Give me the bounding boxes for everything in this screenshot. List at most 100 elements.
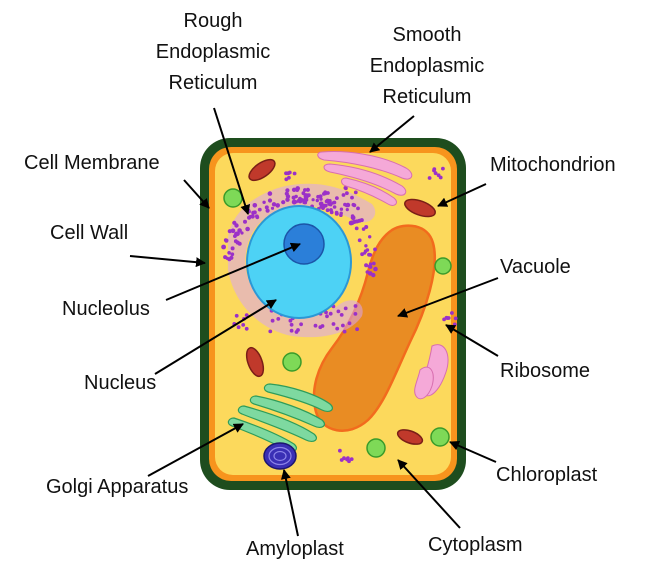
ribosome-dot	[284, 171, 288, 176]
ribosome-dot	[335, 326, 340, 331]
ribosome-dot	[353, 304, 358, 308]
mitochondrion	[245, 158, 436, 445]
ribosome-dot	[361, 227, 366, 231]
ribosome-dot	[305, 187, 310, 192]
ribosome-dot	[223, 238, 228, 242]
ribosome-dot	[318, 325, 323, 330]
ribosome-dot	[331, 322, 336, 326]
ribosome-dot	[453, 316, 458, 321]
ribosome-dot	[288, 318, 293, 323]
ribosome-dot	[371, 272, 376, 278]
ribosome-dot	[275, 203, 281, 208]
ribosome-dot	[368, 262, 373, 266]
smooth-er-small	[414, 344, 449, 400]
ribosome-dot	[232, 220, 237, 225]
ribosome-dot	[230, 228, 236, 234]
golgi-apparatus	[227, 383, 334, 453]
ribosome-dot	[252, 210, 257, 215]
ribosome-dot	[335, 196, 339, 201]
ribosome-dot	[285, 194, 291, 199]
chloroplast	[223, 188, 452, 458]
ribosome-dot	[371, 261, 376, 266]
ribosome-dot	[338, 448, 342, 453]
ribosome-dot	[353, 219, 358, 224]
ribosome-dot	[236, 325, 241, 330]
ribosome-dot	[316, 194, 320, 199]
ribosome-dot	[441, 166, 445, 171]
ribosome-dot	[452, 322, 457, 327]
ribosome-dot	[267, 191, 273, 196]
ribosome-dot	[243, 219, 247, 224]
ribosome-dot	[255, 214, 259, 219]
ribosome-dot	[359, 218, 364, 223]
ribosome-dot	[373, 247, 377, 252]
ribosome-dot	[322, 192, 326, 196]
ribosome-dot	[436, 173, 441, 178]
ribosome-dot	[350, 215, 356, 221]
ribosome-dot	[267, 198, 273, 203]
ribosome-dot	[295, 186, 301, 191]
ribosome-dot	[285, 197, 290, 202]
ribosome-dot	[345, 457, 349, 462]
ribosome-dot	[368, 253, 373, 257]
ribosome-dot	[235, 231, 240, 237]
ribosome-dot	[450, 311, 454, 315]
ribosome-dot	[328, 311, 333, 316]
ribosome-dot	[364, 225, 369, 229]
smooth-er	[317, 151, 413, 206]
ribosome-dot	[342, 456, 346, 461]
ribosome-dot	[318, 201, 323, 206]
label-rough-er: Rough Endoplasmic Reticulum	[155, 10, 271, 94]
ribosome-dot	[341, 323, 345, 328]
ribosome-dot	[353, 312, 358, 316]
ribosome-dot	[427, 176, 432, 180]
label-ribosome: Ribosome	[500, 360, 591, 382]
ribosome-dot	[336, 309, 341, 314]
ribosome-dot	[233, 239, 238, 244]
ribosome-dot	[325, 314, 329, 319]
ribosome-dot	[368, 265, 373, 269]
ribosome-dot	[289, 322, 294, 327]
ribosome-dot	[241, 323, 246, 327]
ribosome-dot	[344, 203, 349, 208]
ribosome-dot	[270, 206, 275, 210]
ribosome-dot	[357, 238, 362, 243]
label-vacuole: Vacuole	[500, 256, 571, 278]
ribosome-dot	[311, 198, 315, 202]
ribosome-dot	[332, 205, 337, 209]
ribosome-dot	[225, 256, 229, 260]
ribosome-dot	[234, 313, 239, 318]
ribosome-dot	[363, 249, 368, 253]
label-golgi-apparatus: Golgi Apparatus	[46, 476, 189, 498]
ribosome-dot	[332, 200, 337, 205]
ribosome-dot	[227, 251, 231, 255]
ribosome-dot	[276, 317, 281, 321]
ribosome-dot	[244, 326, 249, 331]
ribosome-dot	[244, 313, 249, 317]
label-nucleolus: Nucleolus	[62, 298, 150, 320]
ribosome-dot	[257, 207, 262, 212]
ribosome-dot	[353, 190, 358, 195]
label-cell-membrane: Cell Membrane	[24, 152, 160, 174]
ribosome-dot	[343, 306, 348, 311]
ribosome-dot	[315, 198, 319, 203]
ribosome-dot	[264, 205, 269, 210]
ribosome-dot	[292, 171, 297, 176]
label-cytoplasm: Cytoplasm	[428, 534, 523, 556]
ribosome-dot	[248, 214, 252, 219]
ribosome-dot	[221, 244, 227, 250]
ribosome-dot	[355, 327, 359, 332]
ribosome-dot	[360, 252, 364, 257]
ribosome-dot	[299, 198, 304, 202]
ribosome-dot	[265, 208, 270, 213]
ribosome	[232, 166, 458, 464]
ribosome-dot	[299, 322, 303, 327]
vacuole	[312, 224, 437, 432]
ribosome-dot	[271, 202, 277, 207]
ribosome-dot	[284, 177, 289, 182]
ribosome-dot	[270, 318, 275, 323]
ribosome-dot	[364, 244, 368, 248]
ribosome-dot	[329, 210, 334, 215]
ribosome-dot	[373, 266, 378, 272]
